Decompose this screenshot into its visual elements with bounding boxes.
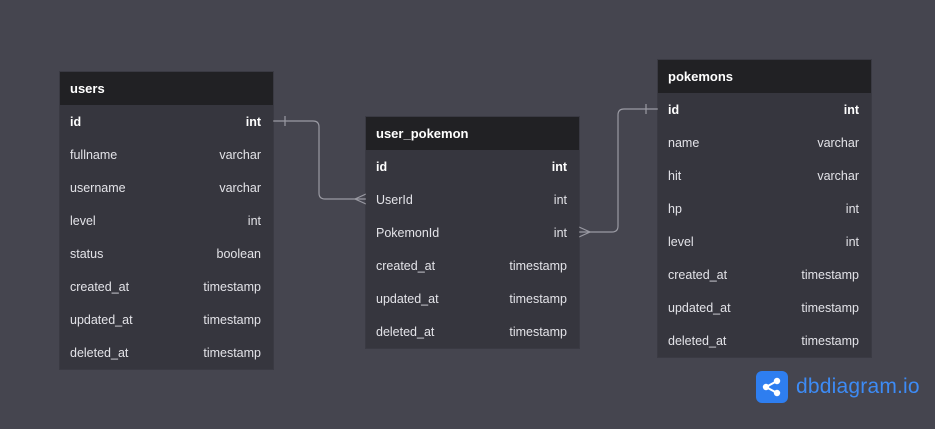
field-name: level [668,234,694,249]
field-name: deleted_at [668,333,727,348]
table-header[interactable]: pokemons [658,60,871,93]
field-type: boolean [216,246,262,261]
field-type: int [247,213,261,228]
field-type: timestamp [203,312,261,327]
field-name: created_at [668,267,728,282]
many-marker-user-pokemon-pokemonid [578,226,592,238]
field-type: int [843,102,859,117]
field-row[interactable]: id int [366,150,579,183]
brand-logo-link[interactable]: dbdiagram.io [756,371,920,403]
field-type: timestamp [203,345,261,360]
field-type: int [245,114,261,129]
field-type: varchar [817,135,859,150]
brand-name: dbdiagram.io [796,375,920,398]
relationship-users-user-pokemon[interactable] [273,120,366,200]
field-row[interactable]: name varchar [658,126,871,159]
field-row[interactable]: level int [658,225,871,258]
field-type: int [845,234,859,249]
field-name: created_at [70,279,130,294]
field-name: created_at [376,258,436,273]
field-name: id [70,114,82,129]
field-type: timestamp [801,333,859,348]
field-row[interactable]: hit varchar [658,159,871,192]
field-type: int [551,159,567,174]
field-name: deleted_at [376,324,435,339]
field-type: timestamp [801,267,859,282]
field-name: id [376,159,388,174]
field-name: name [668,135,700,150]
table-header[interactable]: users [60,72,273,105]
field-type: varchar [817,168,859,183]
field-type: varchar [219,147,261,162]
field-row[interactable]: fullname varchar [60,138,273,171]
field-name: updated_at [70,312,133,327]
field-row[interactable]: status boolean [60,237,273,270]
relationship-pokemons-user-pokemon[interactable] [579,108,658,233]
share-nodes-icon [756,371,788,403]
field-row[interactable]: updated_at timestamp [366,282,579,315]
field-row[interactable]: id int [658,93,871,126]
field-name: updated_at [376,291,439,306]
field-name: level [70,213,96,228]
field-name: username [70,180,126,195]
field-name: hp [668,201,682,216]
field-type: timestamp [203,279,261,294]
field-name: fullname [70,147,118,162]
field-row[interactable]: created_at timestamp [658,258,871,291]
field-type: timestamp [509,258,567,273]
field-row[interactable]: updated_at timestamp [60,303,273,336]
field-row[interactable]: PokemonId int [366,216,579,249]
field-name: hit [668,168,682,183]
field-row[interactable]: created_at timestamp [366,249,579,282]
field-row[interactable]: deleted_at timestamp [60,336,273,369]
field-name: deleted_at [70,345,129,360]
field-name: UserId [376,192,413,207]
field-row[interactable]: deleted_at timestamp [658,324,871,357]
field-name: status [70,246,104,261]
field-type: timestamp [801,300,859,315]
field-row[interactable]: UserId int [366,183,579,216]
many-marker-user-pokemon-userid [353,193,367,205]
field-type: timestamp [509,291,567,306]
field-row[interactable]: hp int [658,192,871,225]
field-row[interactable]: updated_at timestamp [658,291,871,324]
field-type: timestamp [509,324,567,339]
field-type: int [553,225,567,240]
field-name: updated_at [668,300,731,315]
field-row[interactable]: level int [60,204,273,237]
field-row[interactable]: deleted_at timestamp [366,315,579,348]
table-users[interactable]: users id int fullname varchar username varchar… [60,72,273,369]
field-type: varchar [219,180,261,195]
field-row[interactable]: username varchar [60,171,273,204]
field-type: int [553,192,567,207]
field-row[interactable]: created_at timestamp [60,270,273,303]
table-header[interactable]: user_pokemon [366,117,579,150]
field-type: int [845,201,859,216]
field-name: PokemonId [376,225,440,240]
field-row[interactable]: id int [60,105,273,138]
field-name: id [668,102,680,117]
